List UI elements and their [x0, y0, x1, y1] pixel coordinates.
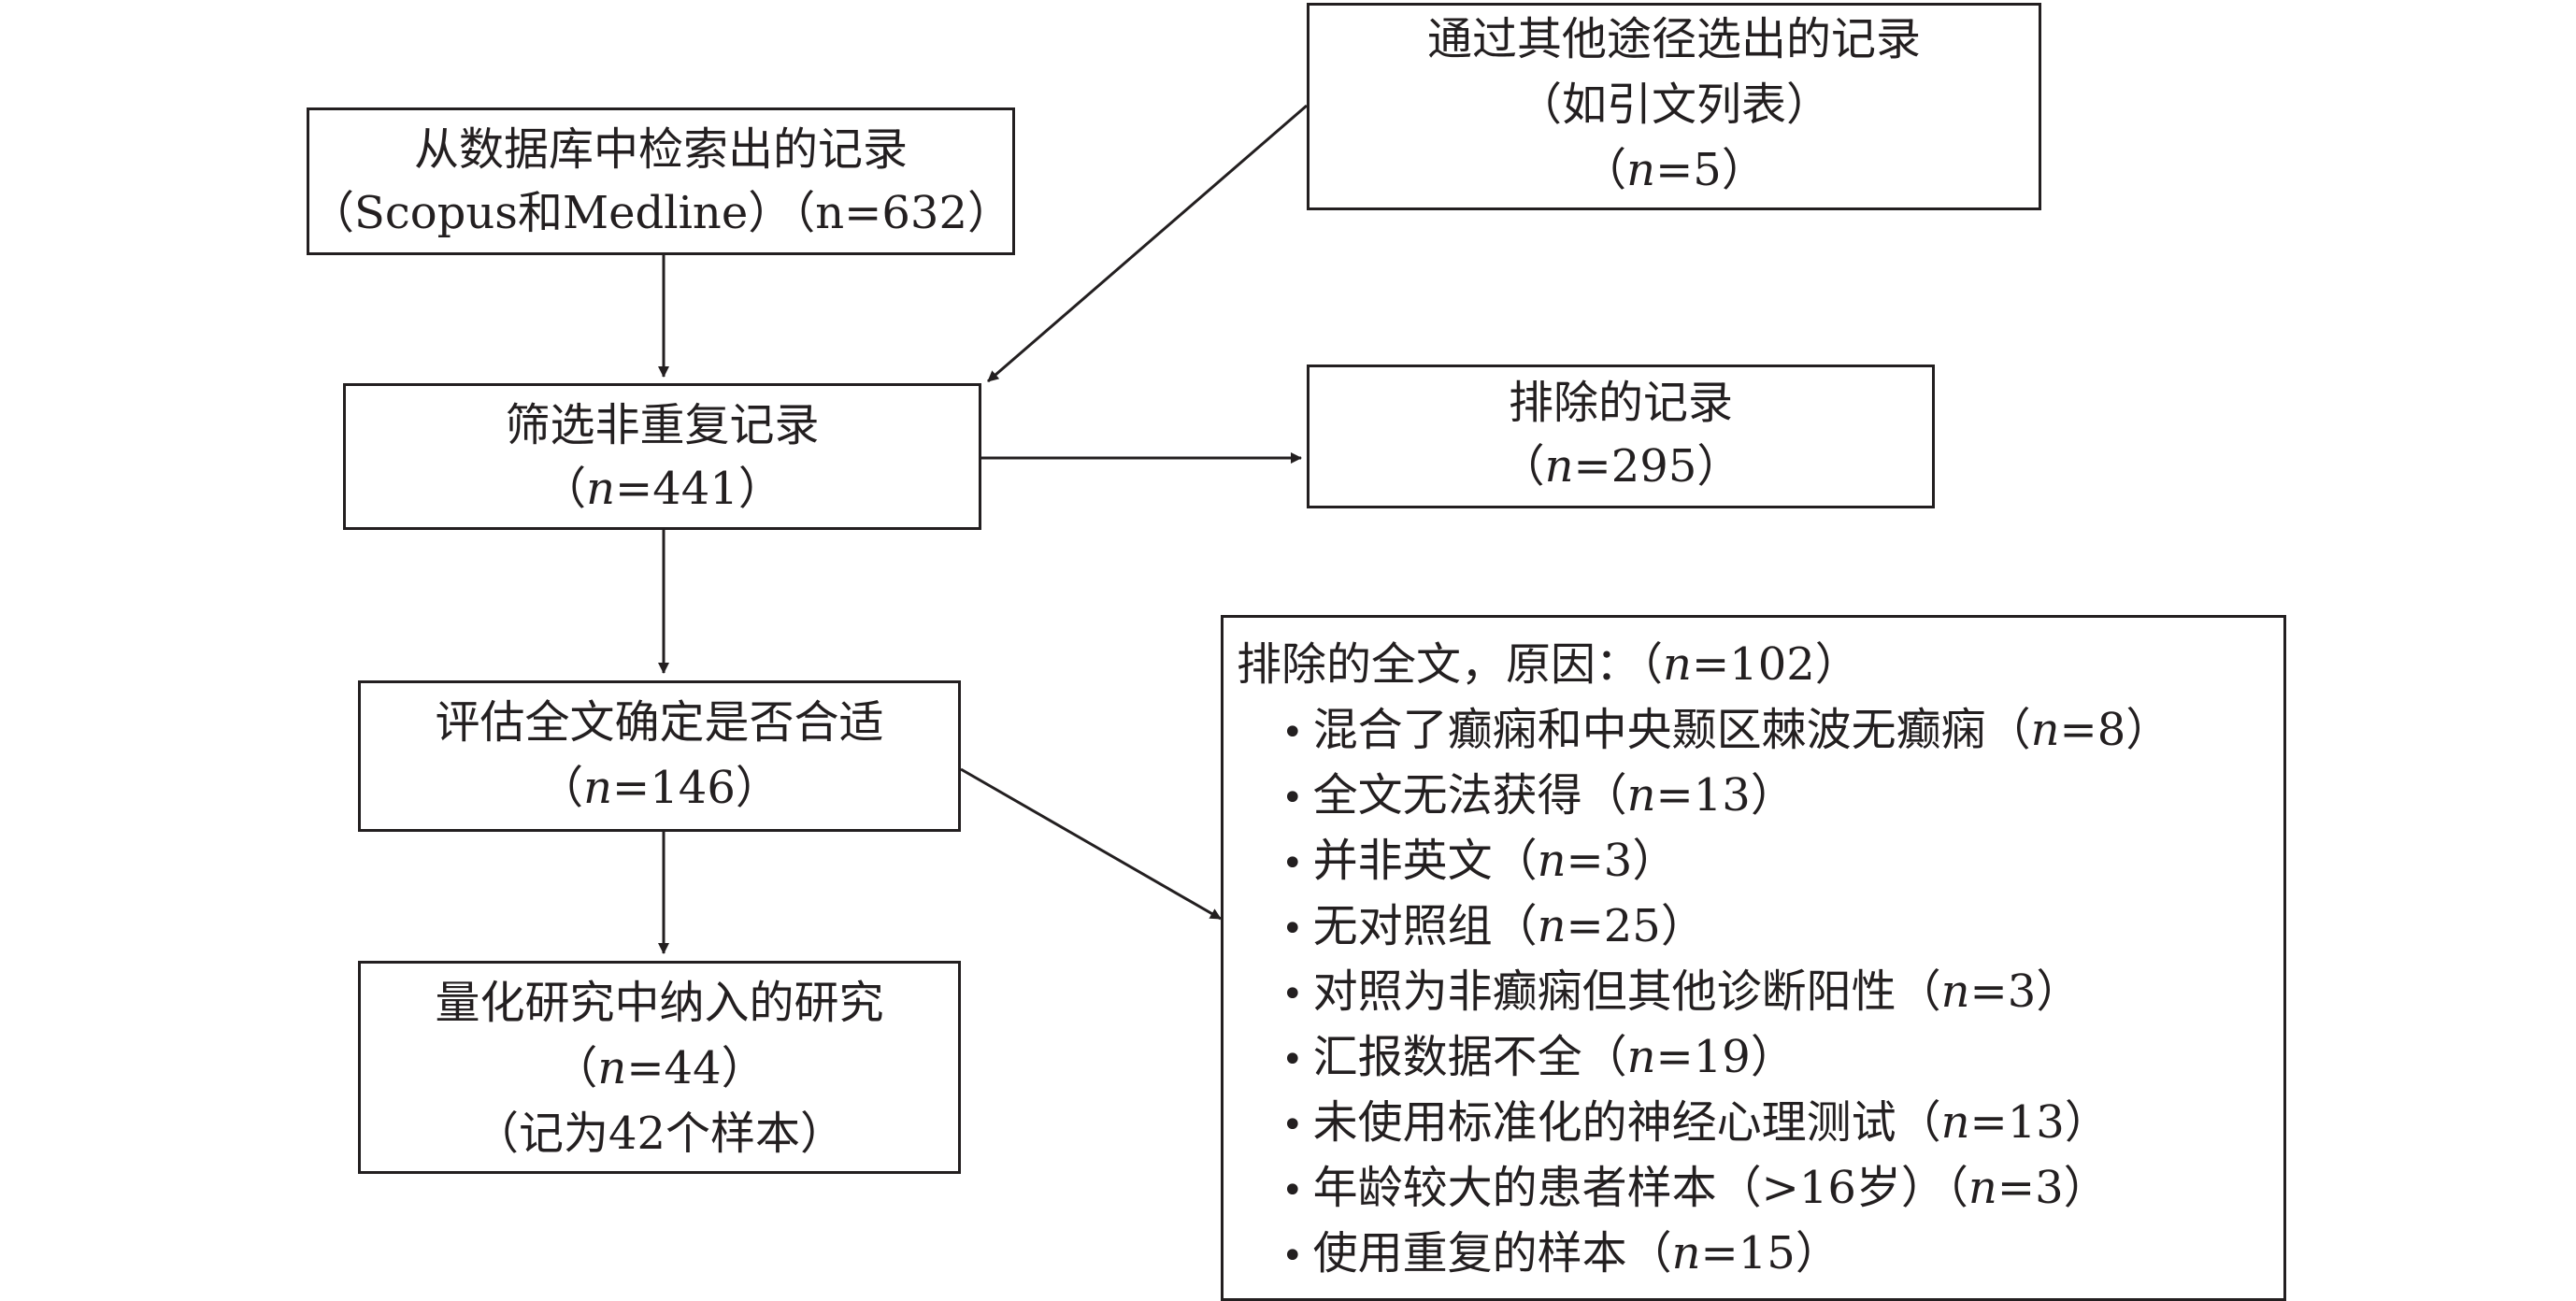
bullet-icon: • [1281, 1235, 1304, 1278]
bullet-icon: • [1281, 711, 1304, 754]
node-database-records: 从数据库中检索出的记录 （Scopus和Medline）（n=632） [307, 107, 1015, 255]
reason-text: 对照为非癫痫但其他诊断阳性 [1312, 965, 1896, 1018]
reason-item: •使用重复的样本（n=15） [1281, 1225, 1840, 1284]
reason-text: 混合了癫痫和中央颞区棘波无癫痫 [1312, 704, 1986, 756]
count-value: =44 [626, 1042, 722, 1094]
count-value: =3 [1969, 965, 2037, 1018]
reason-text: 并非英文 [1312, 835, 1493, 887]
count-value: =3 [1566, 835, 1633, 887]
reason-text: 全文无法获得 [1312, 769, 1582, 822]
n-symbol: n [1671, 1227, 1701, 1280]
count-value: =441 [615, 463, 738, 515]
screened-line1: 筛选非重复记录 [505, 399, 820, 451]
node-fulltext-assessed: 评估全文确定是否合适 （n=146） [358, 680, 961, 832]
bullet-icon: • [1281, 973, 1304, 1016]
reason-text: 使用重复的样本 [1312, 1227, 1627, 1280]
reason-text: 年龄较大的患者样本（>16岁） [1312, 1162, 1946, 1214]
database-line2: （Scopus和Medline）（n=632） [309, 187, 1012, 239]
n-symbol: n [586, 463, 616, 515]
bullet-icon: • [1281, 1169, 1304, 1212]
n-symbol: n [597, 1042, 627, 1094]
n-symbol: n [1544, 440, 1574, 493]
reason-text: 未使用标准化的神经心理测试 [1312, 1096, 1896, 1149]
n-symbol: n [1968, 1162, 1997, 1214]
count-value: =15 [1700, 1227, 1796, 1280]
screened-count: （n=441） [541, 463, 783, 515]
node-excluded-records: 排除的记录 （n=295） [1307, 365, 1935, 508]
bullet-icon: • [1281, 842, 1304, 885]
included-count: （n=44） [552, 1042, 766, 1094]
bullet-icon: • [1281, 777, 1304, 820]
reason-item: •对照为非癫痫但其他诊断阳性（n=3） [1281, 964, 2081, 1022]
excluded-records-count: （n=295） [1499, 440, 1742, 493]
count-value: =102 [1691, 638, 1815, 691]
reason-item: •汇报数据不全（n=19） [1281, 1029, 1796, 1088]
count-value: =13 [1969, 1096, 2065, 1149]
bullet-icon: • [1281, 1038, 1304, 1081]
count-value: =19 [1655, 1031, 1751, 1083]
bullet-icon: • [1281, 1104, 1304, 1147]
n-symbol: n [1626, 1031, 1656, 1083]
reason-item: •未使用标准化的神经心理测试（n=13） [1281, 1094, 2110, 1153]
node-included-studies: 量化研究中纳入的研究 （n=44） （记为42个样本） [358, 961, 961, 1174]
reason-text: 无对照组 [1312, 900, 1493, 952]
fulltext-assessed-line1: 评估全文确定是否合适 [435, 696, 884, 749]
fulltext-assessed-count: （n=146） [538, 762, 780, 814]
count-value: =3 [1996, 1162, 2064, 1214]
n-symbol: n [1626, 769, 1656, 822]
node-screened-records: 筛选非重复记录 （n=441） [343, 383, 981, 530]
count-value: =5 [1655, 144, 1722, 196]
node-excluded-fulltext: 排除的全文，原因：（n=102） •混合了癫痫和中央颞区棘波无癫痫（n=8） •… [1221, 615, 2286, 1301]
reason-text: 汇报数据不全 [1312, 1031, 1582, 1083]
reason-item: •并非英文（n=3） [1281, 833, 1677, 892]
excluded-fulltext-title: 排除的全文，原因：（n=102） [1237, 638, 1860, 691]
count-value: =295 [1573, 440, 1697, 493]
count-value: =25 [1566, 900, 1661, 952]
n-symbol: n [1626, 144, 1656, 196]
database-line1: 从数据库中检索出的记录 [413, 123, 908, 176]
count-value: =13 [1655, 769, 1751, 822]
n-symbol: n [1663, 638, 1692, 691]
bullet-icon: • [1281, 908, 1304, 951]
reason-item: •年龄较大的患者样本（>16岁）（n=3） [1281, 1160, 2109, 1219]
n-symbol: n [2030, 704, 2060, 756]
n-symbol: n [583, 762, 613, 814]
reason-item: •混合了癫痫和中央颞区棘波无癫痫（n=8） [1281, 702, 2170, 761]
title-text: 排除的全文，原因： [1237, 638, 1641, 691]
edge-fulltext-to-excluded-fulltext [960, 767, 1222, 921]
edge-other-to-screened [987, 104, 1308, 383]
n-symbol: n [1940, 1096, 1970, 1149]
count-value: =146 [612, 762, 736, 814]
excluded-records-line1: 排除的记录 [1508, 377, 1733, 429]
included-line3: （记为42个样本） [473, 1108, 846, 1160]
other-sources-line1: 通过其他途径选出的记录 [1426, 13, 1921, 65]
reason-item: •无对照组（n=25） [1281, 898, 1706, 957]
other-sources-count: （n=5） [1581, 144, 1767, 196]
node-other-sources: 通过其他途径选出的记录 （如引文列表） （n=5） [1307, 3, 2041, 210]
n-symbol: n [1537, 835, 1567, 887]
included-line1: 量化研究中纳入的研究 [435, 977, 884, 1029]
count-value: =8 [2059, 704, 2126, 756]
other-sources-line2: （如引文列表） [1516, 79, 1831, 131]
n-symbol: n [1940, 965, 1970, 1018]
reason-item: •全文无法获得（n=13） [1281, 767, 1796, 826]
n-symbol: n [1537, 900, 1567, 952]
